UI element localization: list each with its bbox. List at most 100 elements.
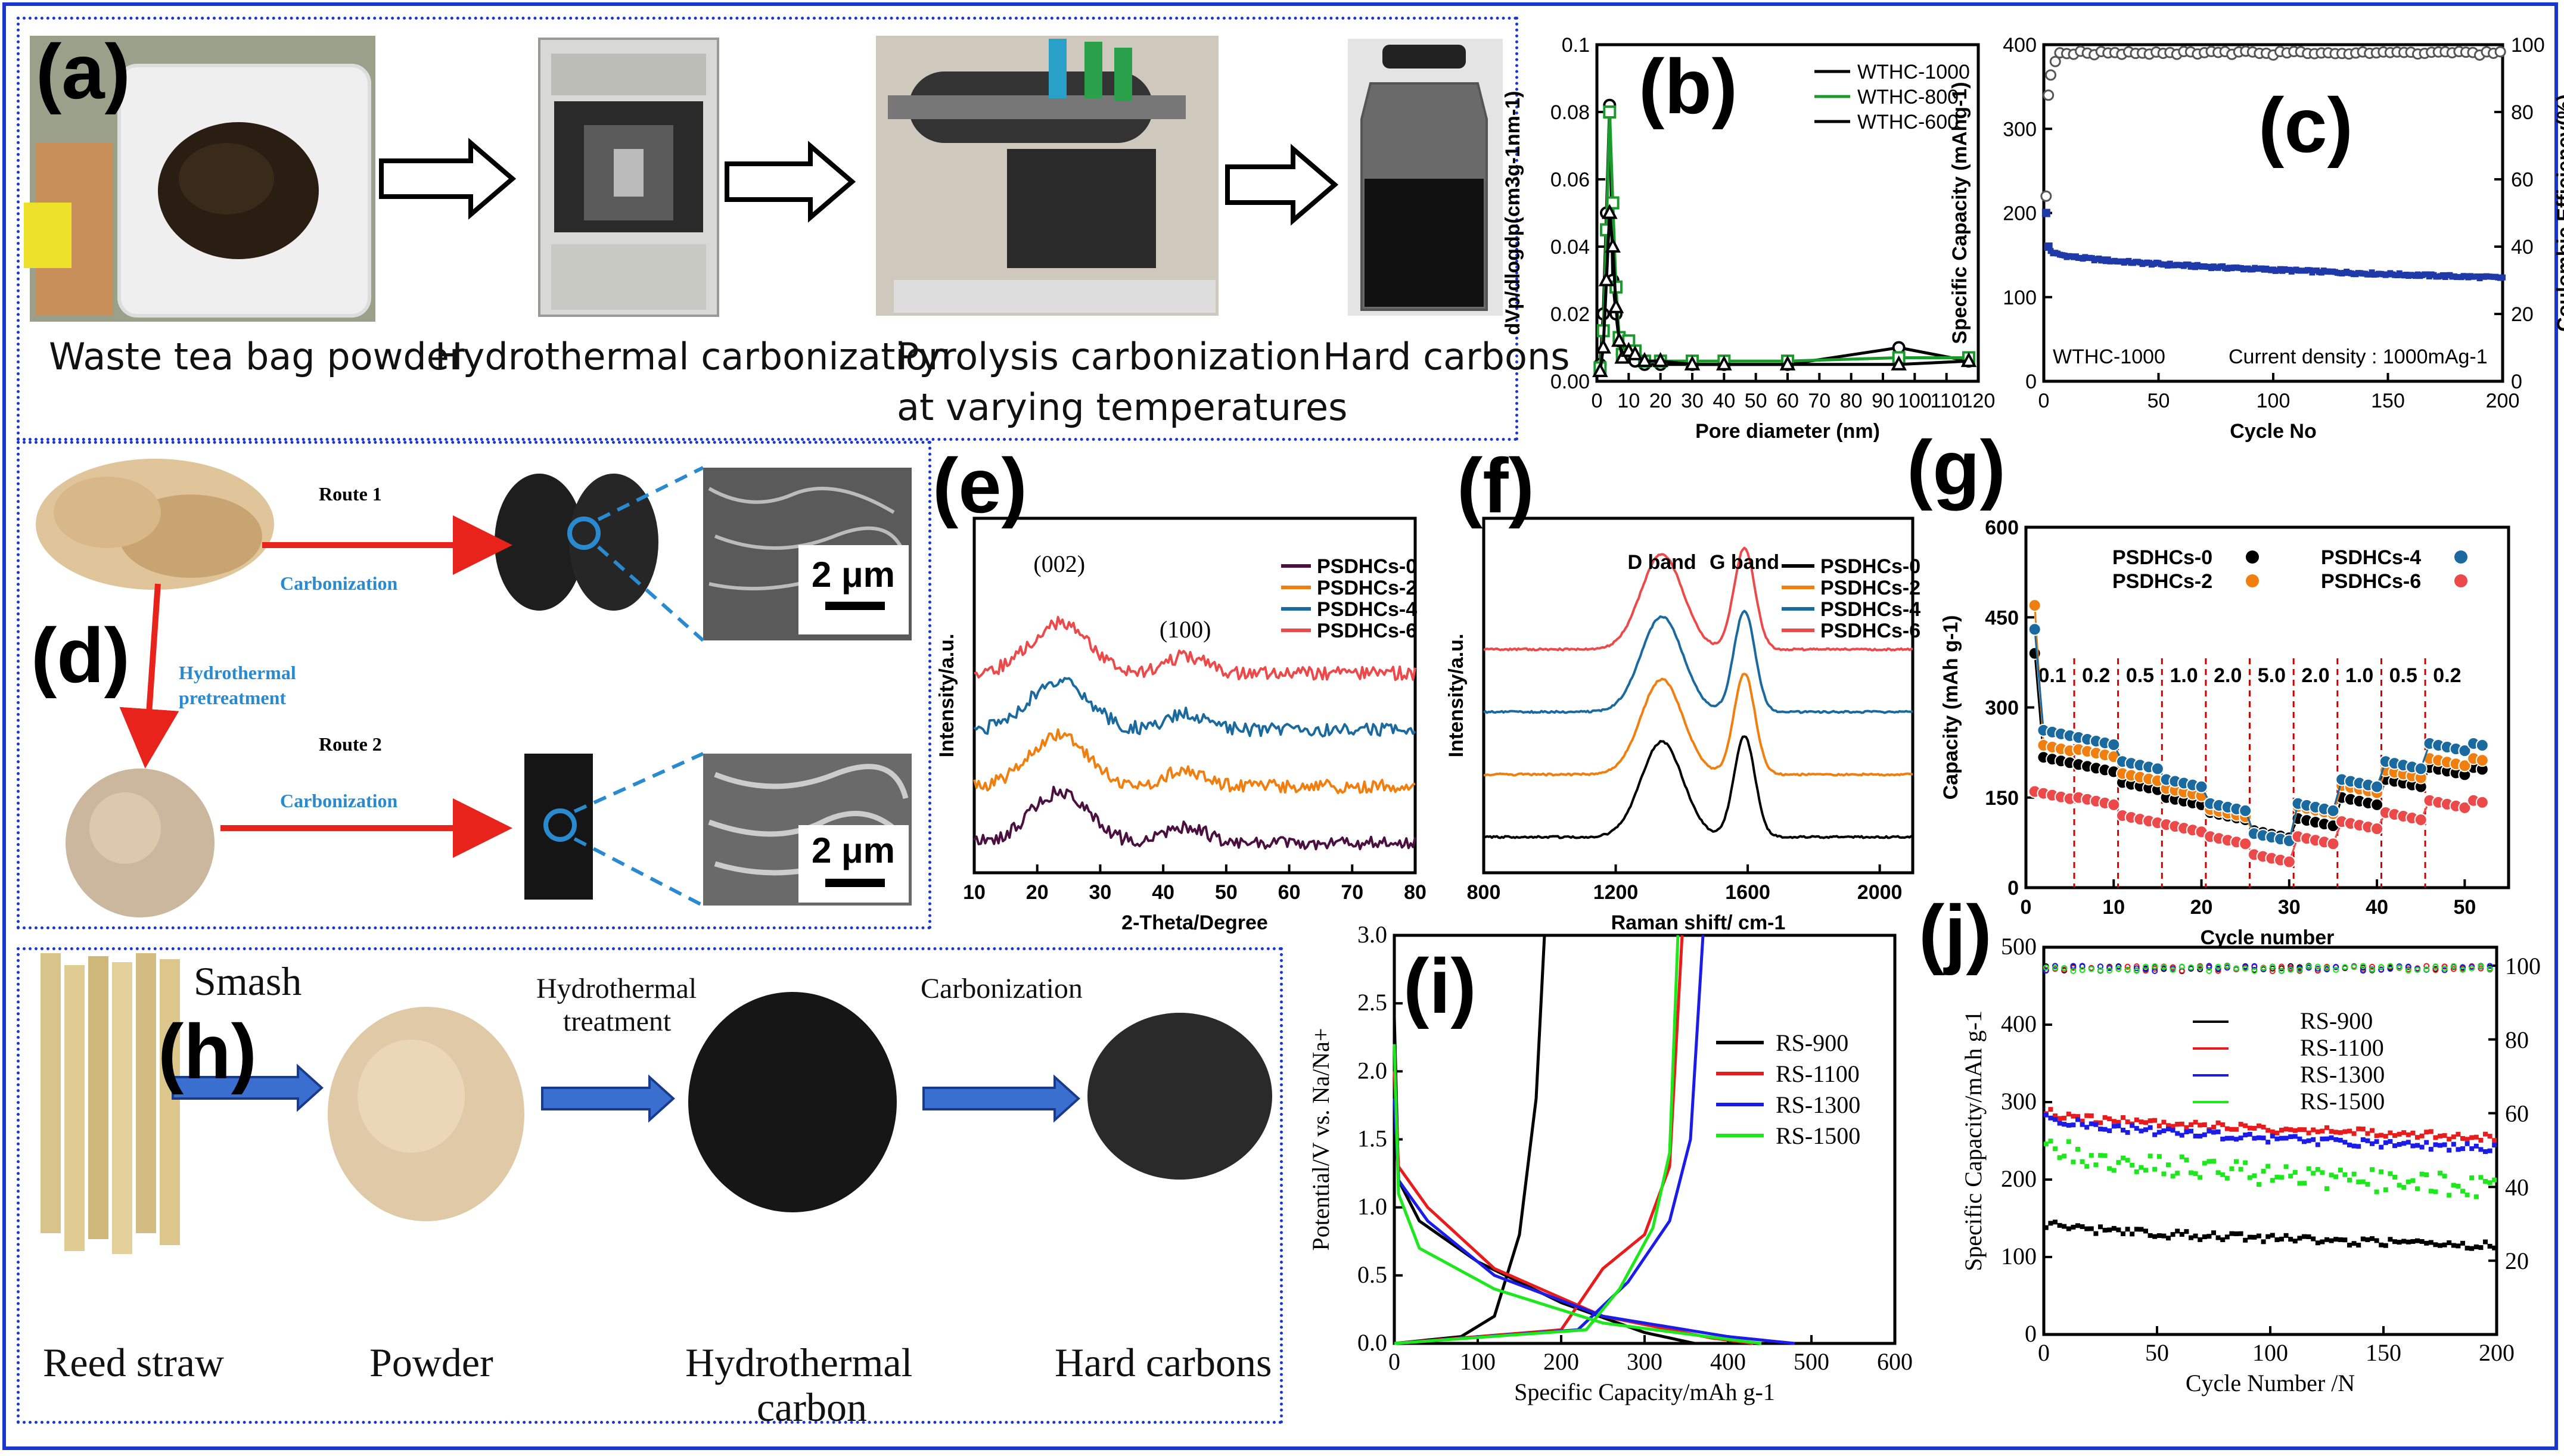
ce-point (2378, 964, 2385, 970)
capacity-point (2401, 1130, 2407, 1135)
ce-point (2043, 965, 2049, 971)
data-point (1960, 351, 1977, 368)
capacity-point (2247, 1234, 2252, 1240)
capacity-point (2406, 1132, 2411, 1137)
legend-label: WTHC-600 (1857, 111, 1959, 133)
ce-point (2088, 966, 2094, 972)
y-tick-label: 0.04 (1550, 236, 1590, 259)
capacity-point (2365, 1138, 2370, 1143)
y-tick-label: 0.1 (1562, 34, 1590, 57)
capacity-point (2469, 1246, 2475, 1251)
ce-point (2043, 967, 2049, 974)
capacity-point (2347, 1128, 2352, 1134)
ce-point (2314, 967, 2321, 974)
ce-point (2405, 967, 2411, 974)
sem-image-1: 2 μm (703, 468, 912, 640)
capacity-point (2297, 1181, 2302, 1186)
panel-label: (i) (1403, 942, 1477, 1029)
capacity-point (2062, 1224, 2067, 1229)
capacity-point (2220, 1237, 2226, 1243)
capacity-point (2057, 1155, 2062, 1161)
capacity-point (2220, 1172, 2226, 1177)
capacity-point (2460, 1240, 2465, 1246)
capacity-point (2383, 1187, 2388, 1193)
capacity-point (2415, 1135, 2420, 1140)
capacity-point (2320, 1128, 2325, 1134)
capacity-point (2478, 1147, 2484, 1152)
route2-powder-photo (66, 769, 215, 917)
capacity-point (2442, 1174, 2447, 1179)
capacity-point (2075, 1117, 2080, 1122)
y-tick-label: 100 (2003, 287, 2037, 309)
ce-point (2133, 967, 2140, 974)
y-tick-label: 1.0 (1357, 1193, 1387, 1220)
capacity-point (2143, 1228, 2148, 1234)
y-tick-label: 3.0 (1357, 921, 1387, 948)
capacity-point (2102, 1153, 2108, 1158)
capacity-point (2048, 1138, 2053, 1144)
capacity-point (2179, 1232, 2184, 1237)
capacity-point (2302, 1139, 2307, 1144)
capacity-point (2292, 1134, 2298, 1139)
data-point (1598, 271, 1615, 287)
legend-marker (2246, 574, 2259, 587)
x-tick-label: 150 (2366, 1339, 2401, 1366)
series-line-WTHC-1000 (1598, 104, 1969, 366)
tea-bag-photo (24, 36, 375, 322)
panel-label: (e) (933, 442, 1027, 529)
capacity-point (2152, 1118, 2158, 1123)
ce-point (2296, 966, 2303, 973)
capacity-point (2428, 1189, 2434, 1194)
y-axis-label: Potential/V vs. Na/Na+ (1307, 1028, 1334, 1250)
x-tick-label: 80 (1404, 881, 1426, 904)
capacity-point (2102, 1127, 2108, 1132)
capacity-point (2053, 1219, 2058, 1225)
capacity-point (2189, 1235, 2193, 1240)
y-tick-label: 300 (2003, 118, 2037, 141)
x-tick-label: 90 (1872, 390, 1894, 412)
capacity-point (2302, 1127, 2307, 1133)
x-tick-label: 500 (1794, 1348, 1829, 1375)
capacity-point (2224, 1234, 2230, 1240)
capacity-point (2152, 1166, 2158, 1172)
x-tick-label: 80 (1840, 390, 1863, 412)
capacity-point (2175, 1228, 2180, 1234)
capacity-point (2419, 1239, 2425, 1244)
band-label-g: G band (1710, 551, 1779, 574)
capacity-point (2424, 1172, 2429, 1177)
capacity-point (2062, 1115, 2067, 1121)
carbonization-label-1: Carbonization (280, 573, 398, 594)
rate-label: 1.0 (2345, 664, 2373, 687)
capacity-point (2134, 1117, 2139, 1122)
capacity-point (2198, 1175, 2203, 1180)
capacity-point (2388, 1139, 2393, 1144)
y-tick-label: 100 (2001, 1243, 2037, 1270)
rate-point (2028, 646, 2041, 660)
ce-point (2269, 963, 2276, 970)
capacity-point (2156, 1233, 2162, 1239)
ce-point (2106, 967, 2113, 974)
capacity-point (2147, 1118, 2153, 1124)
ce-point (2387, 966, 2394, 972)
capacity-point (2043, 1141, 2049, 1147)
y-tick-label: 150 (1985, 787, 2019, 810)
capacity-point (2234, 1137, 2239, 1142)
x-tick-label: 0 (1388, 1348, 1400, 1375)
legend-label: PSDHCs-6 (1317, 620, 1417, 642)
x-tick-label: 100 (2257, 390, 2290, 412)
data-point (1602, 204, 1618, 219)
x-tick-label: 100 (1460, 1348, 1496, 1375)
capacity-point (2487, 1134, 2492, 1139)
legend-label: PSDHCs-4 (1820, 598, 1920, 621)
caption-hydro-carbon-1: Hydrothermal (685, 1340, 912, 1385)
x-tick-label: 20 (1649, 390, 1672, 412)
raman-spectrum-PSDHCs-2 (1483, 673, 1913, 777)
x-tick-label: 50 (2453, 896, 2476, 919)
ce-point (2188, 964, 2194, 970)
rate-point (2414, 762, 2428, 776)
ce-point (2043, 89, 2055, 101)
capacity-point (2098, 1127, 2103, 1132)
legend-marker (2454, 550, 2467, 564)
